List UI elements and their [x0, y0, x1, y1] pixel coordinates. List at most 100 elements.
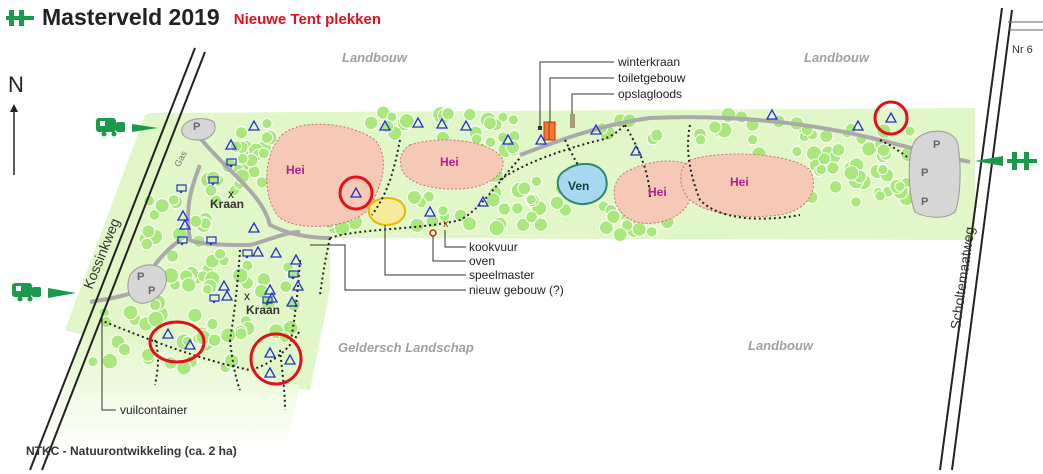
compass: N: [8, 72, 24, 175]
ven-label: Ven: [568, 179, 589, 193]
footpath-12: [229, 249, 241, 341]
tent-marker: [851, 119, 865, 131]
caravan-entrance-north-icon: [96, 118, 125, 137]
tree: [234, 126, 248, 140]
tree: [236, 152, 249, 165]
tent-marker: [378, 119, 392, 131]
entrance-arrow-north: [132, 124, 158, 132]
heath-patch-3: [613, 160, 693, 224]
tree: [204, 183, 218, 197]
legend-speelmaster: speelmaster: [469, 268, 534, 282]
tree: [843, 165, 860, 181]
tent-marker: [423, 205, 437, 217]
tree: [483, 116, 497, 131]
tree: [462, 216, 478, 232]
tree: [631, 222, 647, 237]
parking-label-nw: P: [193, 121, 200, 133]
legend-oven: oven: [469, 254, 495, 268]
entrance-arrow-south: [48, 288, 76, 298]
leader-vuilcontainer: [101, 318, 116, 411]
compass-arrow-head: [10, 104, 18, 112]
parking-north-west: [181, 118, 216, 141]
tent-marker: [247, 119, 261, 131]
tent-marker: [291, 279, 305, 291]
tree: [876, 143, 891, 158]
tent-marker: [629, 144, 643, 156]
legend-toiletgebouw: toiletgebouw: [618, 71, 686, 85]
legend-winterkraan: winterkraan: [617, 55, 680, 69]
tree: [257, 147, 270, 160]
tree: [187, 307, 203, 323]
tent-marker: [251, 245, 265, 257]
leader-toiletgebouw: [549, 77, 614, 122]
highlight-circle-3: [148, 320, 206, 364]
tree: [141, 224, 156, 239]
leader-speelmaster: [384, 225, 466, 276]
tent-marker: [183, 338, 197, 350]
tent-marker: [589, 123, 603, 135]
tree-clusters: [87, 105, 917, 376]
tree: [507, 114, 520, 126]
tent-marker: [178, 218, 192, 230]
tent-marker: [765, 108, 779, 120]
area-label-landbouw-1: Landbouw: [342, 50, 408, 65]
tent-marker: [289, 253, 303, 265]
parking-label-e-3: P: [921, 196, 928, 208]
tree: [214, 247, 227, 260]
tree: [220, 327, 237, 344]
ntkc-entrance-icon: [1007, 152, 1037, 170]
entrance-arrow-east: [975, 156, 1003, 166]
tree: [201, 283, 213, 295]
tree: [207, 333, 222, 348]
tree: [261, 118, 273, 130]
footpaths: [99, 124, 916, 411]
tree: [241, 259, 254, 272]
tree: [515, 217, 531, 232]
tree: [791, 145, 803, 158]
tent-marker: [176, 209, 190, 221]
main-road-west: [190, 126, 331, 240]
leader-lines: [101, 61, 614, 411]
leader-oven: [432, 236, 466, 262]
tree: [606, 209, 621, 224]
tree: [549, 195, 565, 211]
legend-opslagloods: opslagloods: [618, 87, 682, 101]
tree: [645, 226, 658, 238]
tree: [117, 342, 132, 357]
tree: [815, 163, 828, 176]
tree: [255, 176, 269, 189]
kraan-label-1: Kraan: [210, 197, 244, 211]
tree: [511, 202, 524, 215]
footpath-5: [687, 124, 801, 220]
scholtemaatweg-edge-2: [951, 9, 1013, 471]
tree: [210, 194, 223, 207]
tree: [406, 189, 422, 205]
highlight-circle-2: [338, 175, 374, 211]
tree: [167, 194, 180, 206]
caravan-marker: [226, 158, 237, 168]
tree: [525, 193, 537, 206]
tree: [101, 352, 119, 370]
tent-marker: [285, 295, 299, 307]
leader-kookvuur: [444, 230, 466, 248]
feature-labels: Hei Hei Hei Hei Ven Kraan Kraan Gas: [172, 149, 748, 317]
caravan-marker: [242, 249, 253, 259]
caravan-marker: [288, 270, 299, 280]
tree: [398, 113, 415, 129]
leader-nieuw-gebouw: [310, 244, 466, 291]
kraan-marker-1: x: [228, 187, 234, 201]
tent-places: [161, 108, 898, 378]
hei-label-3: Hei: [648, 185, 667, 199]
tree: [894, 180, 906, 192]
tree: [747, 133, 759, 146]
tree: [708, 120, 722, 134]
parking-label-e-1: P: [933, 139, 940, 151]
tent-marker: [283, 353, 297, 365]
tree: [463, 107, 477, 122]
tree: [253, 283, 269, 299]
tent-marker: [435, 117, 449, 129]
tree: [877, 164, 889, 176]
house-number-label: Nr 6: [1012, 44, 1033, 56]
opslagloods-building: [570, 114, 575, 128]
tree: [485, 192, 501, 208]
